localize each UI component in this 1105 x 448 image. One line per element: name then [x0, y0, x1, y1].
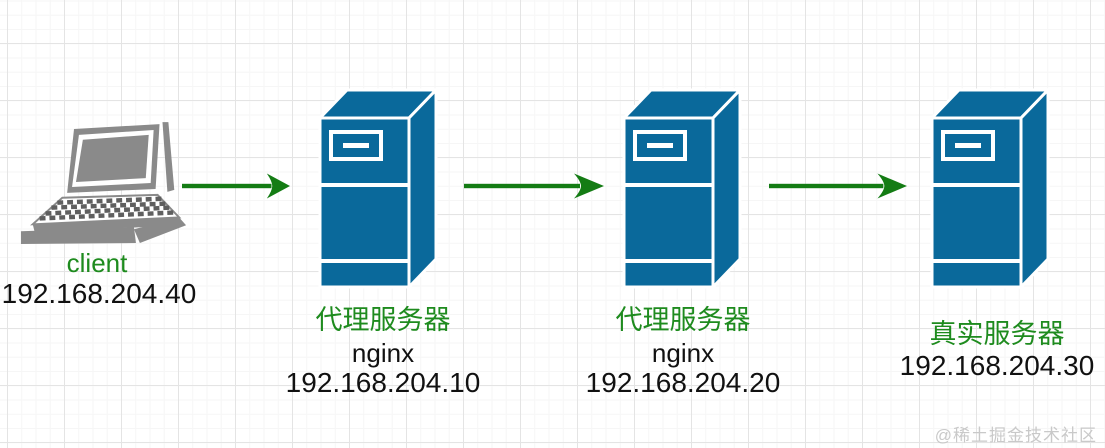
real-server-ip: 192.168.204.30 — [899, 350, 1095, 381]
server-icon-proxy-2 — [621, 87, 743, 289]
server-icon-proxy-1 — [317, 87, 439, 289]
proxy-2-label: 代理服务器 — [615, 305, 751, 335]
proxy-1-label: 代理服务器 — [315, 305, 451, 335]
client-label: client — [66, 248, 128, 278]
server-icon-real — [929, 87, 1051, 289]
arrow-icon-1 — [182, 171, 290, 201]
watermark: @稀土掘金技术社区 — [934, 426, 1097, 445]
laptop-icon — [18, 118, 190, 253]
proxy-1-software: nginx — [351, 338, 415, 368]
proxy-2-ip: 192.168.204.20 — [585, 367, 781, 398]
real-server-label: 真实服务器 — [929, 319, 1065, 349]
arrow-icon-3 — [769, 171, 907, 201]
proxy-2-software: nginx — [651, 338, 715, 368]
proxy-1-ip: 192.168.204.10 — [285, 367, 481, 398]
client-ip: 192.168.204.40 — [1, 278, 197, 309]
arrow-icon-2 — [464, 171, 604, 201]
